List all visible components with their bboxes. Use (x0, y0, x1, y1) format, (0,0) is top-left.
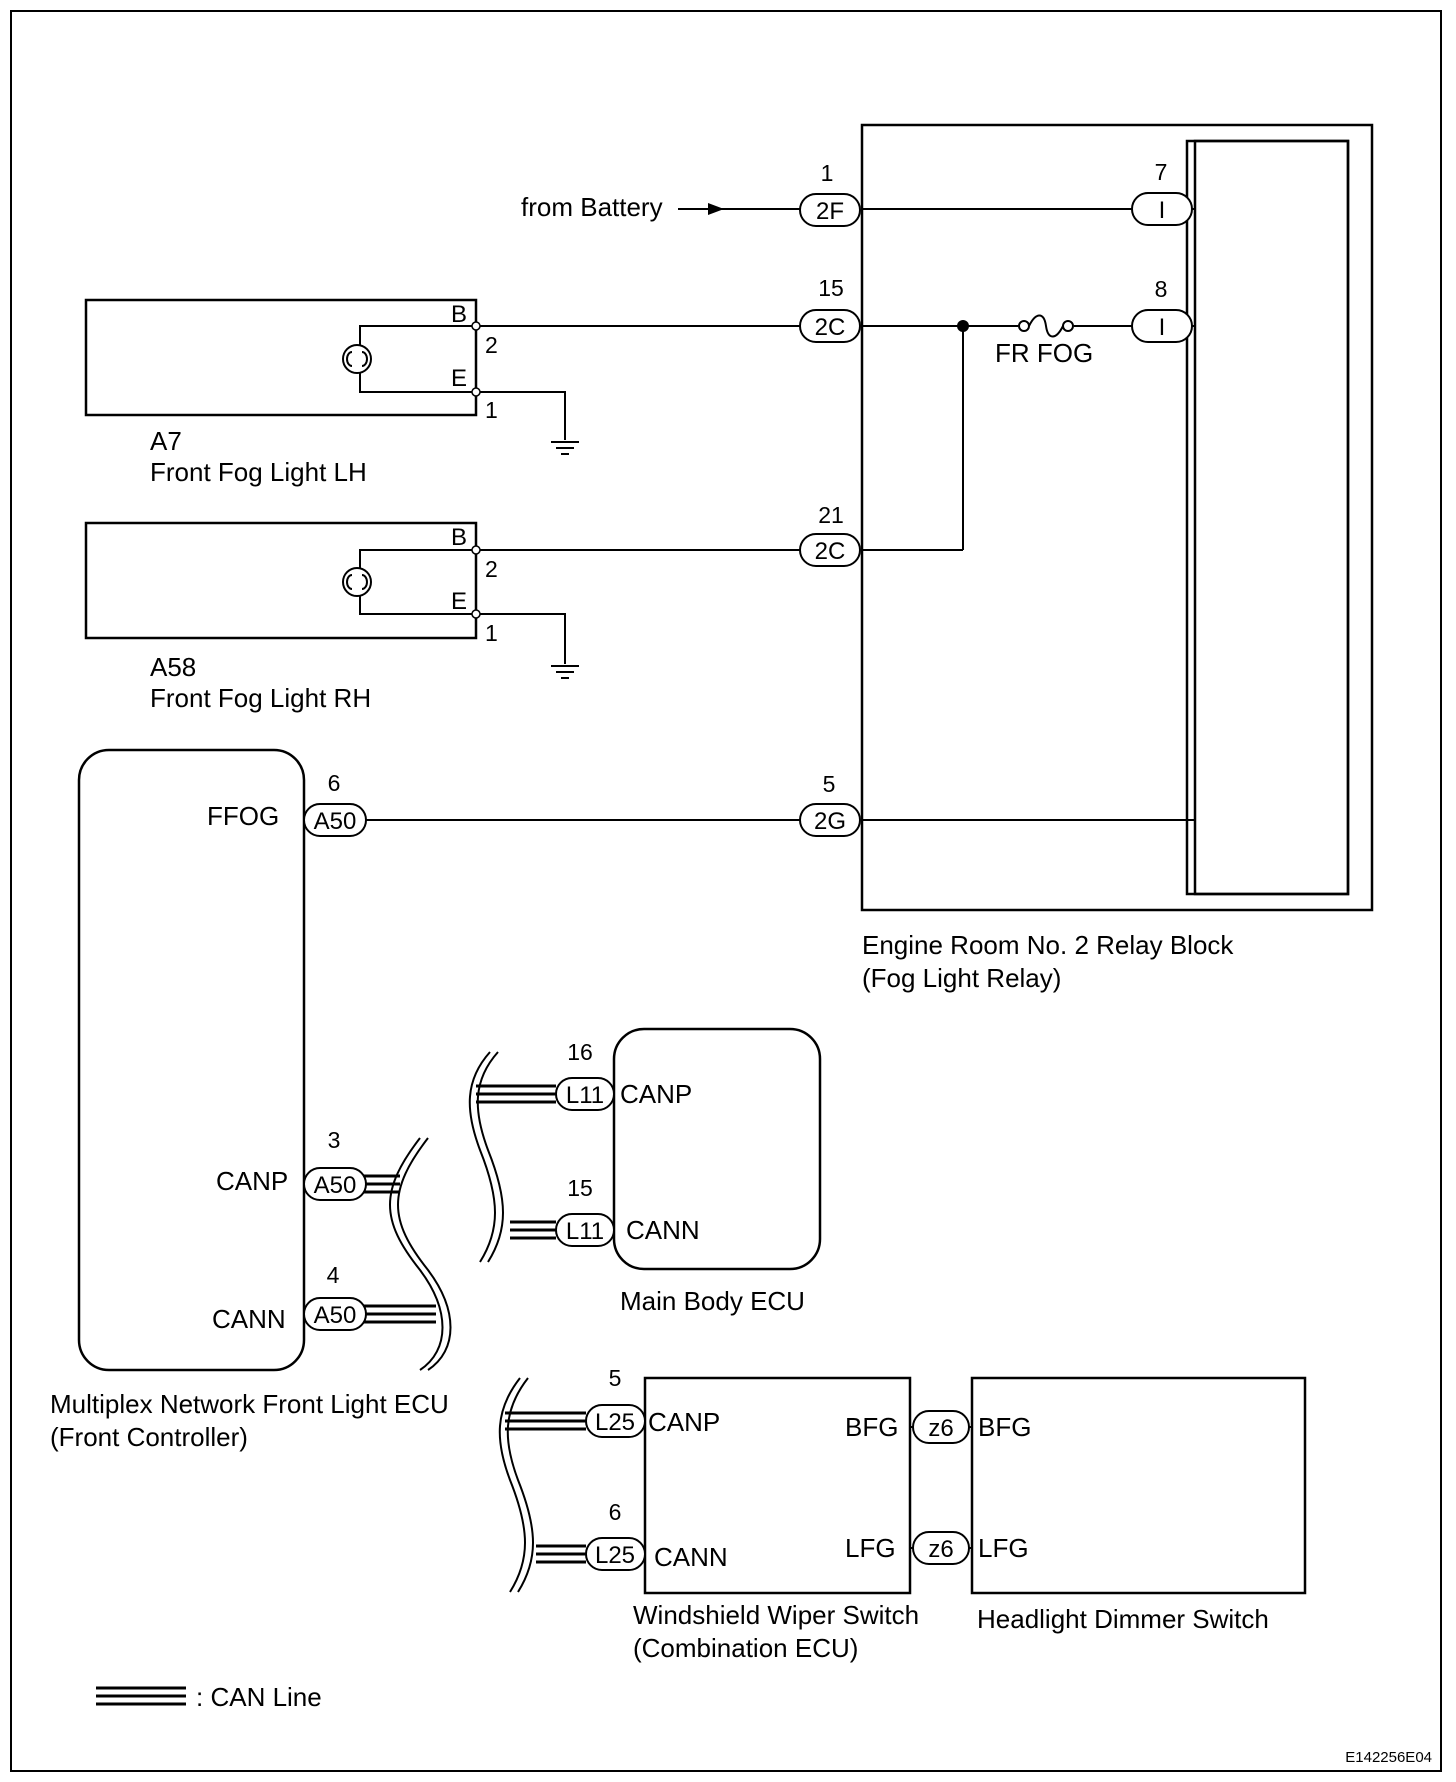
pin-a50-3: 3 (328, 1127, 341, 1153)
connector-l25-5: L25 (585, 1404, 646, 1438)
front-ecu-label: Multiplex Network Front Light ECU (50, 1389, 449, 1419)
dimmer-switch-box (970, 1376, 1307, 1595)
svg-text:A50: A50 (314, 808, 357, 835)
connector-i-7: I (1131, 192, 1193, 226)
front-ecu-canp: CANP (216, 1166, 288, 1196)
fuse-label: FR FOG (995, 338, 1093, 368)
relay-block-label: Engine Room No. 2 Relay Block (862, 930, 1234, 960)
svg-text:L11: L11 (566, 1218, 604, 1245)
front-fog-light-lh (84, 298, 580, 455)
lh-terminal-b: B (451, 301, 467, 328)
svg-text:2C: 2C (815, 538, 846, 565)
rh-terminal-e: E (451, 588, 467, 615)
pin-l25-6: 6 (609, 1499, 622, 1525)
ffog-terminal: FFOG (207, 801, 279, 831)
svg-text:2C: 2C (815, 314, 846, 341)
svg-text:I: I (1159, 314, 1166, 341)
svg-text:2F: 2F (816, 198, 844, 225)
wiper-switch-sublabel: (Combination ECU) (633, 1633, 858, 1663)
lh-pin-2: 2 (485, 332, 498, 358)
front-fog-light-rh (84, 521, 580, 679)
pin-2g: 5 (823, 771, 836, 797)
main-body-cann: CANN (626, 1215, 700, 1245)
can-lines (96, 1084, 586, 1706)
svg-text:z6: z6 (928, 1536, 953, 1563)
svg-text:z6: z6 (928, 1415, 953, 1442)
front-ecu-cann: CANN (212, 1304, 286, 1334)
wiper-cann: CANN (654, 1542, 728, 1572)
main-body-ecu-label: Main Body ECU (620, 1286, 805, 1316)
svg-text:I: I (1159, 197, 1166, 224)
connector-z6-lfg: z6 (912, 1531, 970, 1565)
connector-z6-bfg: z6 (912, 1410, 970, 1444)
svg-text:L25: L25 (595, 1409, 635, 1436)
pin-a50-6: 6 (328, 770, 341, 796)
rh-terminal-b: B (451, 524, 467, 551)
svg-text:A50: A50 (314, 1302, 357, 1329)
connector-l11-16: L11 (555, 1077, 615, 1111)
svg-text:L25: L25 (595, 1542, 635, 1569)
connector-l25-6: L25 (585, 1537, 646, 1571)
connector-2f: 2F (799, 193, 861, 227)
rh-pin-1: 1 (485, 620, 498, 646)
main-body-canp: CANP (620, 1079, 692, 1109)
connector-i-8: I (1131, 309, 1193, 343)
relay-block-sublabel: (Fog Light Relay) (862, 963, 1061, 993)
wiper-switch-label: Windshield Wiper Switch (633, 1600, 919, 1630)
dimmer-lfg: LFG (978, 1533, 1029, 1563)
fuse-fr-fog (1018, 314, 1074, 338)
pin-a50-4: 4 (327, 1262, 340, 1288)
a7-name: Front Fog Light LH (150, 457, 367, 487)
wiper-switch-box (643, 1376, 912, 1595)
figure-code: E142256E04 (1345, 1749, 1432, 1766)
svg-text:A50: A50 (314, 1172, 357, 1199)
lh-pin-1: 1 (485, 397, 498, 423)
pin-2f: 1 (821, 160, 834, 186)
pin-i8: 8 (1155, 276, 1168, 302)
connector-a50-4: A50 (303, 1297, 367, 1331)
relay-block (860, 123, 1374, 912)
pin-l11-16: 16 (567, 1039, 593, 1065)
connector-l11-15: L11 (555, 1213, 615, 1247)
svg-text:L11: L11 (566, 1082, 604, 1109)
a58-name: Front Fog Light RH (150, 683, 371, 713)
rh-pin-2: 2 (485, 556, 498, 582)
front-light-ecu-box (77, 748, 306, 1372)
dimmer-bfg: BFG (978, 1412, 1031, 1442)
connector-2g: 2G (799, 803, 861, 837)
wiper-lfg: LFG (845, 1533, 896, 1563)
lh-terminal-e: E (451, 365, 467, 392)
connector-2c-15: 2C (799, 309, 861, 343)
connector-2c-21: 2C (799, 533, 861, 567)
dimmer-switch-label: Headlight Dimmer Switch (977, 1604, 1269, 1634)
main-body-ecu-box (612, 1027, 822, 1271)
connector-a50-6: A50 (303, 803, 367, 837)
connector-a50-3: A50 (303, 1167, 367, 1201)
from-battery-label: from Battery (521, 192, 663, 222)
pin-i7: 7 (1155, 159, 1168, 185)
wiper-bfg: BFG (845, 1412, 898, 1442)
a58-code: A58 (150, 652, 196, 682)
pin-2c-15: 15 (818, 275, 844, 301)
pin-2c-21: 21 (818, 502, 844, 528)
diagram-frame (10, 10, 1442, 1772)
pin-l11-15: 15 (567, 1175, 593, 1201)
a7-code: A7 (150, 426, 182, 456)
wiper-canp: CANP (648, 1407, 720, 1437)
svg-text:2G: 2G (814, 808, 846, 835)
legend-label: : CAN Line (196, 1682, 322, 1712)
break-lines (389, 1051, 534, 1593)
pin-l25-5: 5 (609, 1365, 622, 1391)
front-ecu-sublabel: (Front Controller) (50, 1422, 248, 1452)
